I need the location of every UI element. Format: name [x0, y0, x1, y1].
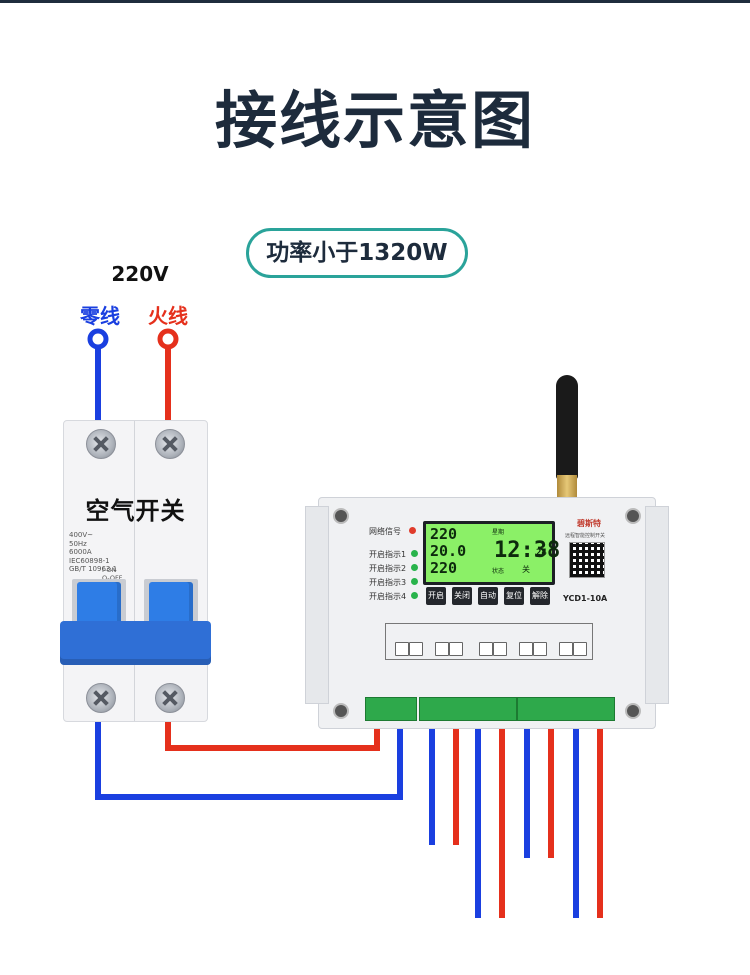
neutral-input-terminal — [87, 328, 109, 350]
neutral-wire-label: 零线 — [80, 304, 120, 328]
close-button[interactable]: 关闭 — [452, 587, 472, 605]
schematic-terminal — [573, 642, 587, 656]
page-title: 接线示意图 — [214, 84, 535, 157]
remote-controller-device: 网络信号 开启指示1 开启指示2 开启指示3 开启指示4 220 20.0 22… — [305, 497, 669, 729]
output-terminal-block-1[interactable] — [419, 697, 517, 721]
output-terminal-block-2[interactable] — [517, 697, 615, 721]
schematic-terminal — [479, 642, 493, 656]
antenna-icon — [556, 375, 578, 480]
neutral-breaker-to-controller-wire — [95, 712, 403, 800]
brand-subtitle: 远程智能控制开关 — [565, 533, 606, 539]
open-button[interactable]: 开启 — [426, 587, 446, 605]
indicator-led-2-icon — [411, 564, 418, 571]
breaker-label: 空气开关 — [85, 497, 186, 525]
reset-button[interactable]: 复位 — [504, 587, 524, 605]
mount-hole-icon — [625, 508, 641, 524]
lcd-current: 20.0 — [430, 542, 467, 560]
breaker-screw-bottom-left — [86, 683, 116, 713]
auto-button[interactable]: 自动 — [478, 587, 498, 605]
schematic-terminal — [559, 642, 573, 656]
schematic-terminal — [409, 642, 423, 656]
input-terminal-block[interactable] — [365, 697, 417, 721]
breaker-specs: 400V~ 50Hz 6000A IEC60898-1 GB/T 10963.1 — [69, 531, 118, 573]
schematic-terminal — [435, 642, 449, 656]
indicator-label-1: 开启指示1 — [369, 550, 407, 559]
lcd-status-label: 状态 — [492, 568, 505, 575]
top-border — [0, 0, 750, 3]
mount-hole-icon — [625, 703, 641, 719]
model-number: YCD1-10A — [563, 594, 608, 603]
mount-ear-left — [305, 506, 329, 704]
indicator-led-4-icon — [411, 592, 418, 599]
wiring-schematic-panel — [385, 623, 593, 660]
antenna-connector — [557, 475, 577, 497]
schematic-terminal — [449, 642, 463, 656]
indicator-label-2: 开启指示2 — [369, 564, 407, 573]
network-led-icon — [409, 527, 416, 534]
power-limit-badge: 功率小于1320W — [246, 228, 468, 278]
indicator-led-1-icon — [411, 550, 418, 557]
lcd-display: 220 20.0 220 星期 12:38 24 状态 关 — [423, 521, 560, 585]
lcd-power: 220 — [430, 559, 458, 577]
schematic-terminal — [533, 642, 547, 656]
qr-code-icon — [569, 542, 605, 578]
brand-logo: 碧斯特 — [577, 519, 601, 528]
schematic-terminal — [395, 642, 409, 656]
schematic-terminal — [493, 642, 507, 656]
breaker-screw-bottom-right — [155, 683, 185, 713]
release-button[interactable]: 解除 — [530, 587, 550, 605]
indicator-label-3: 开启指示3 — [369, 578, 407, 587]
breaker-screw-top-right — [155, 429, 185, 459]
schematic-terminal — [519, 642, 533, 656]
breaker-on-off-marking: I-ON O-OFF — [102, 566, 123, 582]
mount-hole-icon — [333, 703, 349, 719]
lcd-seconds: 24 — [536, 548, 547, 558]
network-signal-label: 网络信号 — [369, 527, 401, 536]
mount-ear-right — [645, 506, 669, 704]
lcd-clock: 12:38 — [494, 538, 561, 563]
lcd-status-value: 关 — [522, 565, 530, 574]
mount-hole-icon — [333, 508, 349, 524]
voltage-label: 220V — [111, 262, 169, 286]
lcd-weekday-label: 星期 — [492, 529, 505, 536]
indicator-led-3-icon — [411, 578, 418, 585]
breaker-blue-band — [60, 621, 211, 665]
breaker-divider — [134, 421, 135, 721]
live-wire-label: 火线 — [148, 304, 188, 328]
indicator-label-4: 开启指示4 — [369, 592, 407, 601]
live-breaker-to-controller-wire — [165, 712, 380, 751]
breaker-screw-top-left — [86, 429, 116, 459]
lcd-voltage: 220 — [430, 525, 458, 543]
live-input-terminal — [157, 328, 179, 350]
air-circuit-breaker: 空气开关 400V~ 50Hz 6000A IEC60898-1 GB/T 10… — [60, 420, 211, 722]
